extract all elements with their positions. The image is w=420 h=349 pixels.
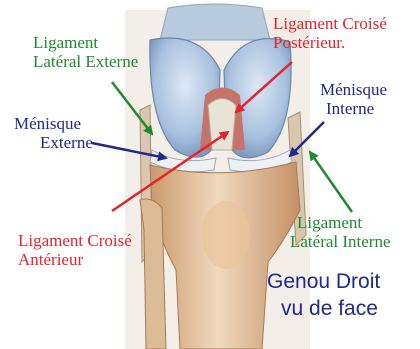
label-line: Ménisque: [320, 80, 387, 99]
label-ligament-croise-anterieur: Ligament Croisé Antérieur: [18, 231, 132, 269]
title-line: vu de face: [267, 295, 380, 322]
label-ligament-lateral-interne: Ligament Latéral Interne: [290, 213, 391, 251]
label-menisque-interne: Ménisque Interne: [320, 80, 387, 118]
femur-shaft: [160, 4, 270, 40]
tibial-tuberosity: [202, 201, 250, 269]
arrow-lateral-interne: [310, 152, 352, 212]
label-line: Ligament: [33, 33, 138, 52]
label-ligament-lateral-externe: Ligament Latéral Externe: [33, 33, 138, 71]
label-line: Postérieur.: [273, 33, 387, 52]
title-line: Genou Droit: [267, 268, 380, 295]
label-line: Ligament: [290, 213, 391, 232]
label-line: Antérieur: [18, 250, 132, 269]
label-line: Externe: [14, 133, 93, 152]
diagram-title: Genou Droit vu de face: [267, 268, 380, 322]
label-line: Latéral Externe: [33, 52, 138, 71]
label-line: Ligament Croisé: [273, 14, 387, 33]
label-menisque-externe: Ménisque Externe: [14, 114, 93, 152]
label-ligament-croise-posterieur: Ligament Croisé Postérieur.: [273, 14, 387, 52]
label-line: Interne: [320, 99, 387, 118]
label-line: Ligament Croisé: [18, 231, 132, 250]
label-line: Latéral Interne: [290, 232, 391, 251]
label-line: Ménisque: [14, 114, 93, 133]
